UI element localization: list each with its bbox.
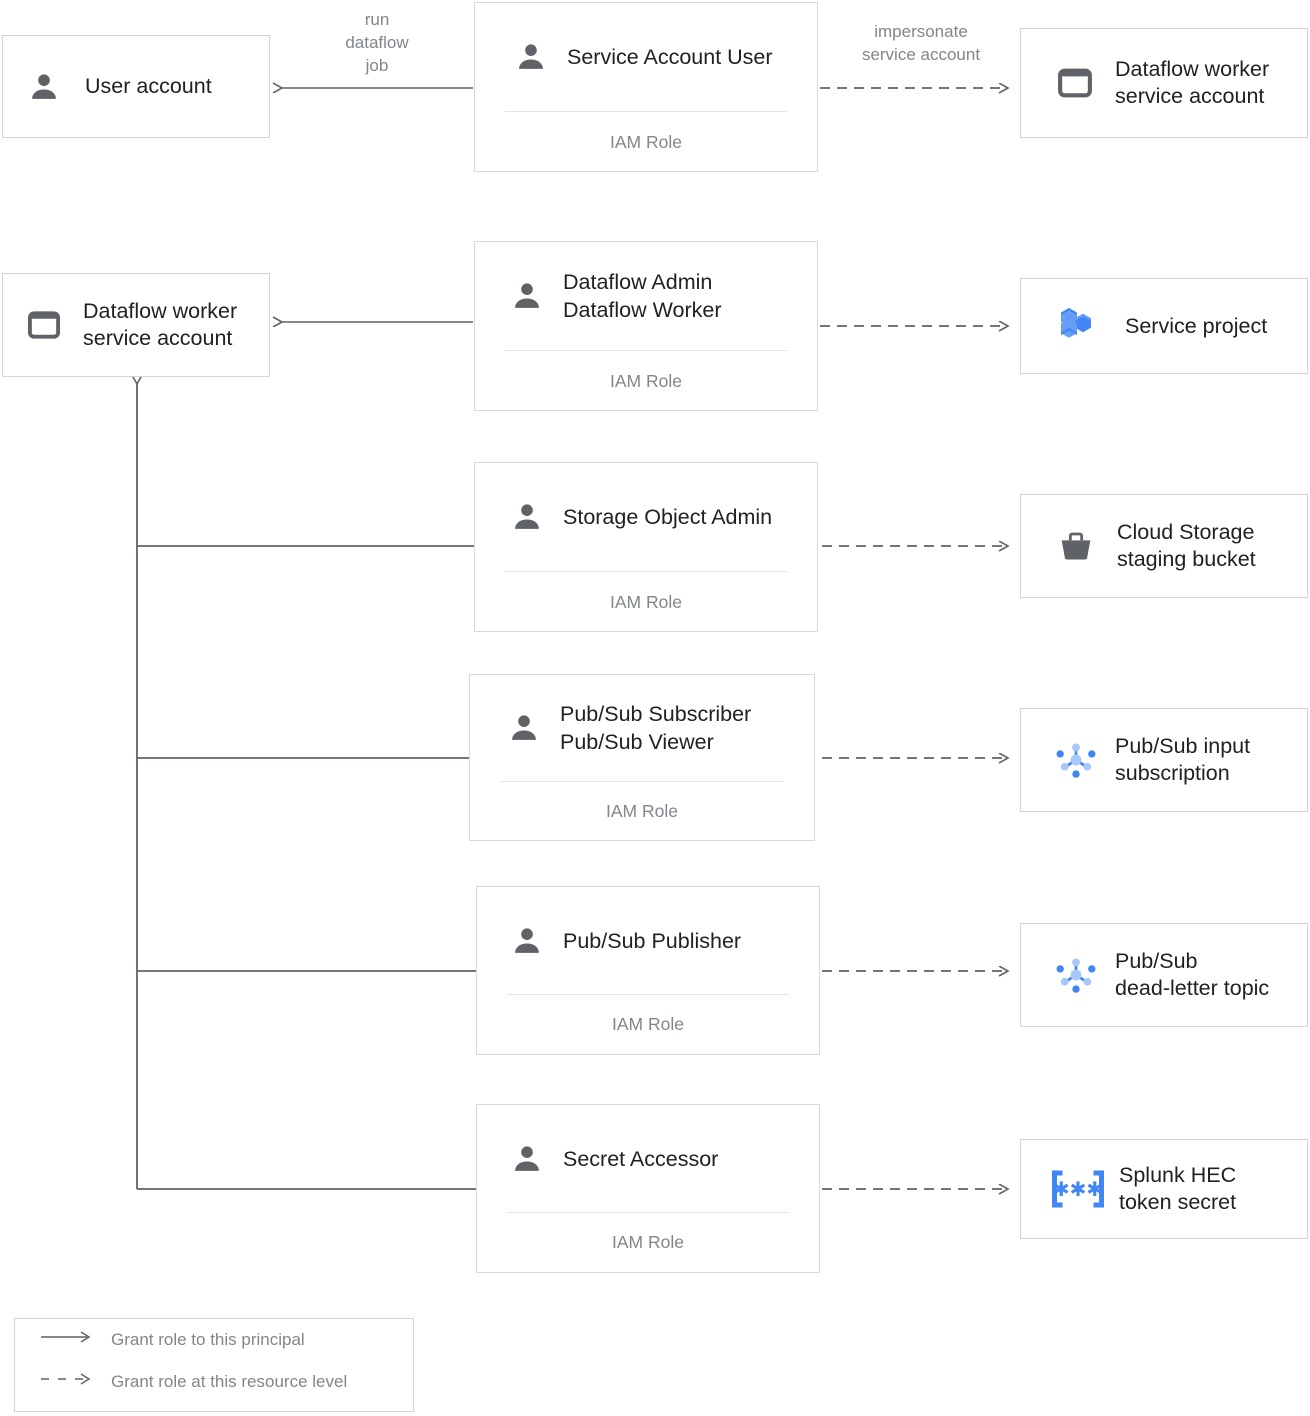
role-card-service-account-user[interactable]: Service Account User IAM Role <box>474 2 818 172</box>
entity-dataflow-worker-service-account-left[interactable]: Dataflow worker service account <box>2 273 270 377</box>
person-icon <box>504 708 544 748</box>
role-card-title: Storage Object Admin <box>563 505 773 529</box>
person-icon <box>507 276 547 316</box>
person-icon <box>507 497 547 537</box>
role-card-subtitle: IAM Role <box>612 1014 684 1034</box>
legend-item-label: Grant role at this resource level <box>111 1371 348 1391</box>
person-icon <box>23 66 65 108</box>
divider <box>505 350 787 351</box>
solid-arrow-icon <box>39 1329 95 1350</box>
role-card-secret-accessor[interactable]: Secret Accessor IAM Role <box>476 1104 820 1273</box>
entity-pubsub-input-subscription[interactable]: Pub/Sub input subscription <box>1020 708 1308 812</box>
edge-label-run-dataflow-job: run dataflow job <box>345 10 409 75</box>
entity-service-project[interactable]: Service project <box>1020 278 1308 374</box>
divider <box>500 781 784 782</box>
divider <box>505 571 787 572</box>
person-icon <box>507 921 547 961</box>
role-card-title: Pub/Sub Subscriber Pub/Sub Viewer <box>560 702 752 754</box>
role-card-storage-object-admin[interactable]: Storage Object Admin IAM Role <box>474 462 818 632</box>
entity-splunk-hec-token-secret[interactable]: ✱✱✱ Splunk HEC token secret <box>1020 1139 1308 1239</box>
entity-label: Pub/Sub dead-letter topic <box>1115 949 1270 1000</box>
pubsub-icon <box>1049 733 1103 787</box>
pubsub-icon <box>1049 948 1103 1002</box>
legend-item-dashed: Grant role at this resource level <box>39 1371 347 1392</box>
role-card-subtitle: IAM Role <box>610 592 682 612</box>
role-card-subtitle: IAM Role <box>610 371 682 391</box>
project-hexagons-icon <box>1053 300 1105 352</box>
legend: Grant role to this principal Grant role … <box>14 1318 414 1412</box>
cloud-storage-bucket-icon <box>1053 523 1099 569</box>
legend-item-label: Grant role to this principal <box>111 1329 305 1349</box>
entity-label: Dataflow worker service account <box>1115 57 1270 108</box>
entity-label: Splunk HEC token secret <box>1119 1163 1237 1214</box>
service-account-icon <box>23 304 65 346</box>
role-card-title: Dataflow Admin Dataflow Worker <box>563 270 722 322</box>
role-card-subtitle: IAM Role <box>610 132 682 152</box>
edge-label-impersonate-service-account: impersonate service account <box>861 22 981 64</box>
secret-manager-icon: ✱✱✱ <box>1049 1165 1107 1213</box>
role-card-title: Secret Accessor <box>563 1146 719 1171</box>
entity-cloud-storage-bucket[interactable]: Cloud Storage staging bucket <box>1020 494 1308 598</box>
divider <box>507 1212 789 1213</box>
entity-dataflow-worker-service-account-right[interactable]: Dataflow worker service account <box>1020 28 1308 138</box>
person-icon <box>511 37 551 77</box>
entity-label: Dataflow worker service account <box>83 299 238 350</box>
dashed-arrow-icon <box>39 1371 95 1392</box>
role-card-pubsub-publisher[interactable]: Pub/Sub Publisher IAM Role <box>476 886 820 1055</box>
legend-item-solid: Grant role to this principal <box>39 1329 305 1350</box>
role-card-title: Pub/Sub Publisher <box>563 928 742 953</box>
role-card-pubsub-subscriber-viewer[interactable]: Pub/Sub Subscriber Pub/Sub Viewer IAM Ro… <box>469 674 815 841</box>
role-card-subtitle: IAM Role <box>612 1232 684 1252</box>
entity-label: Service project <box>1125 313 1268 338</box>
svg-text:✱✱✱: ✱✱✱ <box>1053 1179 1103 1201</box>
divider <box>505 111 787 112</box>
entity-label: Cloud Storage staging bucket <box>1117 520 1256 571</box>
role-card-dataflow-admin-worker[interactable]: Dataflow Admin Dataflow Worker IAM Role <box>474 241 818 411</box>
divider <box>507 994 789 995</box>
person-icon <box>507 1139 547 1179</box>
entity-label: Pub/Sub input subscription <box>1115 734 1251 785</box>
entity-label: User account <box>85 74 212 98</box>
entity-pubsub-dead-letter-topic[interactable]: Pub/Sub dead-letter topic <box>1020 923 1308 1027</box>
role-card-title: Service Account User <box>567 45 773 69</box>
role-card-subtitle: IAM Role <box>606 801 678 821</box>
service-account-icon <box>1053 61 1097 105</box>
entity-user-account[interactable]: User account <box>2 35 270 138</box>
